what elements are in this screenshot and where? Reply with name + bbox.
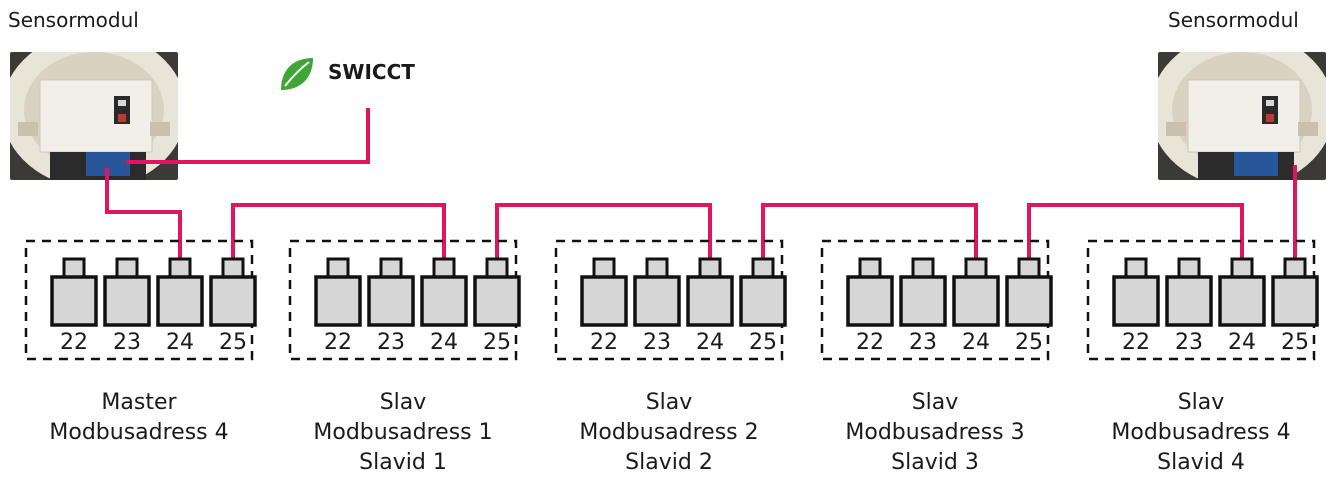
module-role: Slav: [911, 390, 959, 415]
module-1-terminal-2-tab: [432, 257, 456, 279]
module-0-terminal-1-tab: [115, 257, 139, 279]
terminal-number-22: 22: [856, 330, 884, 355]
module-1-terminal-0-tab: [326, 257, 350, 279]
terminal-number-24: 24: [1228, 330, 1256, 355]
module-0-terminal-1-body: [103, 275, 151, 327]
module-1-terminal-3-tab: [485, 257, 509, 279]
module-2-terminal-0-body: [580, 275, 628, 327]
module-2-terminal-0-tab: [592, 257, 616, 279]
module-1-terminal-2-body: [420, 275, 468, 327]
module-4-terminal-3-tab: [1283, 257, 1307, 279]
module-slave-id: Slavid 4: [1157, 450, 1245, 475]
module-4-terminal-2-tab: [1230, 257, 1254, 279]
module-4-terminal-1-body: [1165, 275, 1213, 327]
module-2-terminal-3-tab: [751, 257, 775, 279]
module-slave-id: Slavid 3: [891, 450, 979, 475]
module-0-terminal-3-tab: [221, 257, 245, 279]
terminal-number-24: 24: [962, 330, 990, 355]
module-4-terminal-3-body: [1271, 275, 1319, 327]
swicct-leaf-icon: [281, 58, 313, 90]
terminal-number-25: 25: [1015, 330, 1043, 355]
terminal-number-23: 23: [909, 330, 937, 355]
module-2-terminal-2-tab: [698, 257, 722, 279]
module-2-terminal-1-tab: [645, 257, 669, 279]
sensor-module-left-photo: [10, 52, 178, 180]
wire-4: [761, 203, 978, 262]
module-1-terminal-3-body: [473, 275, 521, 327]
module-address: Modbusadress 4: [1111, 420, 1291, 445]
module-3-terminal-1-tab: [911, 257, 935, 279]
sensor-module-right-label: Sensormodul: [1168, 8, 1299, 32]
module-slave-id: Slavid 1: [359, 450, 447, 475]
terminal-number-24: 24: [166, 330, 194, 355]
wire-3: [495, 203, 712, 262]
sensor-module-right-photo: [1158, 52, 1326, 180]
module-1-terminal-1-tab: [379, 257, 403, 279]
module-address: Modbusadress 1: [313, 420, 493, 445]
terminal-number-22: 22: [590, 330, 618, 355]
module-0-terminal-2-body: [156, 275, 204, 327]
wire-5: [1027, 203, 1244, 262]
module-1-terminal-1-body: [367, 275, 415, 327]
terminal-number-22: 22: [1122, 330, 1150, 355]
module-4-terminal-2-body: [1218, 275, 1266, 327]
module-address: Modbusadress 2: [579, 420, 759, 445]
terminal-number-24: 24: [696, 330, 724, 355]
module-3-terminal-0-body: [846, 275, 894, 327]
swicct-brand-name: SWICCT: [328, 60, 415, 84]
module-2-terminal-3-body: [739, 275, 787, 327]
module-0-terminal-0-body: [50, 275, 98, 327]
terminal-number-22: 22: [60, 330, 88, 355]
terminal-number-25: 25: [1281, 330, 1309, 355]
terminal-number-22: 22: [324, 330, 352, 355]
terminal-number-23: 23: [1175, 330, 1203, 355]
module-2-terminal-2-body: [686, 275, 734, 327]
module-4-terminal-0-body: [1112, 275, 1160, 327]
terminal-number-23: 23: [643, 330, 671, 355]
terminal-number-24: 24: [430, 330, 458, 355]
terminal-number-23: 23: [113, 330, 141, 355]
terminal-number-25: 25: [749, 330, 777, 355]
module-0-terminal-2-tab: [168, 257, 192, 279]
wire-0: [105, 168, 182, 262]
module-role: Master: [101, 390, 177, 415]
terminal-number-25: 25: [483, 330, 511, 355]
module-slave-id: Slavid 2: [625, 450, 713, 475]
sensor-module-left-label: Sensormodul: [8, 8, 139, 32]
module-address: Modbusadress 3: [845, 420, 1025, 445]
module-3-terminal-3-tab: [1017, 257, 1041, 279]
module-4-terminal-0-tab: [1124, 257, 1148, 279]
module-3-terminal-0-tab: [858, 257, 882, 279]
wire-2: [231, 203, 446, 262]
module-role: Slav: [645, 390, 693, 415]
module-address: Modbusadress 4: [49, 420, 229, 445]
terminal-number-23: 23: [377, 330, 405, 355]
module-1-terminal-0-body: [314, 275, 362, 327]
module-4-terminal-1-tab: [1177, 257, 1201, 279]
module-0-terminal-3-body: [209, 275, 257, 327]
module-3-terminal-3-body: [1005, 275, 1053, 327]
module-0-terminal-0-tab: [62, 257, 86, 279]
module-3-terminal-2-body: [952, 275, 1000, 327]
module-role: Slav: [379, 390, 427, 415]
terminal-number-25: 25: [219, 330, 247, 355]
module-3-terminal-1-body: [899, 275, 947, 327]
module-3-terminal-2-tab: [964, 257, 988, 279]
module-2-terminal-1-body: [633, 275, 681, 327]
module-role: Slav: [1177, 390, 1225, 415]
